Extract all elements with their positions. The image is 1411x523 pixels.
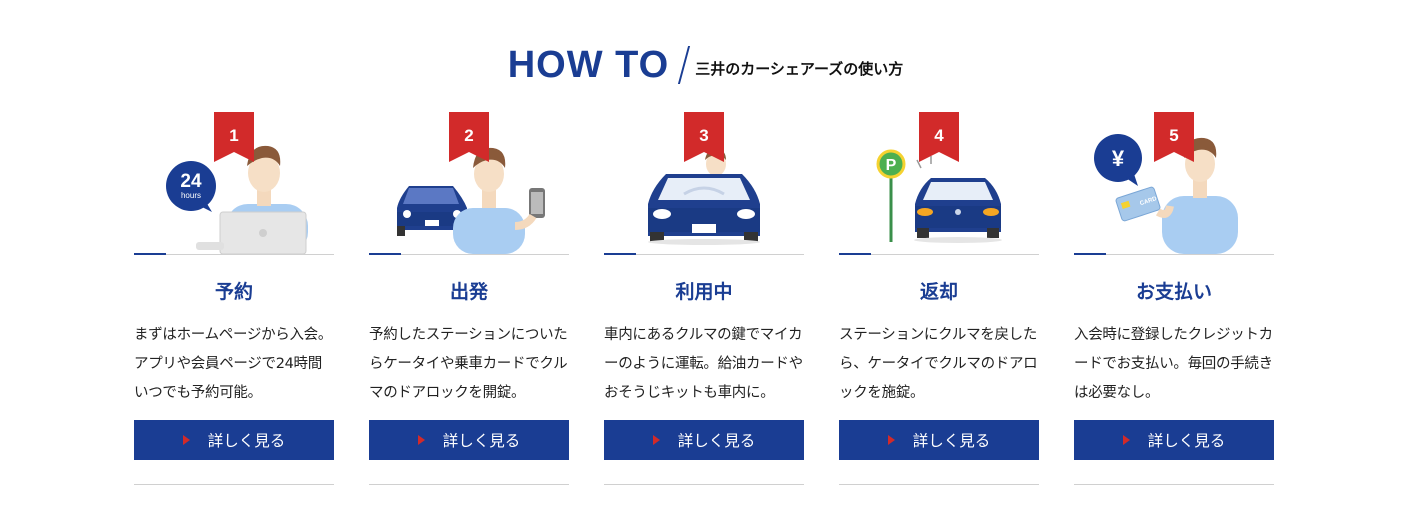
step-in-use: 3 利用中 車内にあるクルマの鍵でマイカーのように運転。給油カードやおそうじキッ… (604, 108, 804, 485)
step-title: 返却 (919, 281, 958, 303)
bottom-divider (134, 484, 334, 485)
step-number-flag: 2 (449, 112, 489, 162)
details-button-label: 詳しく見る (677, 432, 756, 450)
driving-car-icon: 3 (604, 108, 804, 254)
play-arrow-icon (182, 435, 190, 445)
details-button[interactable]: 詳しく見る (604, 420, 804, 460)
play-arrow-icon (887, 435, 895, 445)
svg-text:P: P (886, 157, 897, 174)
step-number: 2 (464, 126, 474, 145)
section-header: HOW TO 三井のカーシェアーズの使い方 (0, 42, 1411, 88)
step-number: 3 (699, 126, 709, 145)
divider (604, 253, 804, 255)
svg-text:CARD: CARD (1139, 196, 1158, 207)
laptop-reservation-icon: 24 hours 1 (134, 108, 334, 254)
section-title: HOW TO (507, 44, 670, 86)
details-button[interactable]: 詳しく見る (369, 420, 569, 460)
details-button-label: 詳しく見る (1147, 432, 1226, 450)
step-number-flag: 5 (1154, 112, 1194, 162)
step-number: 1 (229, 126, 239, 145)
step-description: 入会時に登録したクレジットカードでお支払い。毎回の手続きは必要なし。 (1074, 327, 1273, 401)
title-divider (678, 46, 691, 84)
details-button[interactable]: 詳しく見る (134, 420, 334, 460)
details-button[interactable]: 詳しく見る (839, 420, 1039, 460)
bottom-divider (1074, 484, 1274, 485)
step-description: まずはホームページから入会。アプリや会員ページで24時間いつでも予約可能。 (134, 327, 333, 401)
divider (839, 253, 1039, 255)
bottom-divider (369, 484, 569, 485)
step-title: お支払い (1135, 281, 1212, 303)
step-number: 4 (934, 126, 944, 145)
step-description: ステーションにクルマを戻したら、ケータイでクルマのドアロックを施錠。 (839, 327, 1038, 401)
play-arrow-icon (1122, 435, 1130, 445)
bottom-divider (839, 484, 1039, 485)
step-title: 利用中 (675, 281, 733, 303)
step-departure: 2 出発 予約したステーションについたらケータイや乗車カードでクルマのドアロック… (369, 108, 569, 485)
divider (369, 253, 569, 255)
step-number-flag: 3 (684, 112, 724, 162)
section-subtitle: 三井のカーシェアーズの使い方 (695, 59, 904, 78)
step-reservation: 24 hours 1 予約 まずはホームページから入会。アプリや会員ページで24… (134, 108, 334, 485)
step-payment: ¥ CARD 5 お支払い 入会時に登録したクレジットカードで (1074, 108, 1274, 485)
step-return: P 4 返却 ステーションにクルマを戻したら、ケータイでクルマのドアロッ (839, 108, 1039, 485)
bottom-divider (604, 484, 804, 485)
step-title: 出発 (449, 281, 488, 303)
details-button-label: 詳しく見る (912, 432, 991, 450)
step-number-flag: 1 (214, 112, 254, 162)
phone-unlock-icon: 2 (369, 108, 569, 254)
step-description: 予約したステーションについたらケータイや乗車カードでクルマのドアロックを開錠。 (369, 327, 568, 401)
details-button-label: 詳しく見る (207, 432, 286, 450)
credit-card-payment-icon: ¥ CARD 5 (1074, 108, 1274, 254)
step-number-flag: 4 (919, 112, 959, 162)
divider (134, 253, 334, 255)
divider (1074, 253, 1274, 255)
play-arrow-icon (417, 435, 425, 445)
24-hours-badge: 24 hours (166, 161, 216, 212)
parking-return-icon: P 4 (839, 108, 1039, 254)
details-button[interactable]: 詳しく見る (1074, 420, 1274, 460)
step-number: 5 (1169, 126, 1179, 145)
svg-text:24: 24 (180, 171, 202, 192)
step-description: 車内にあるクルマの鍵でマイカーのように運転。給油カードやおそうじキットも車内に。 (604, 327, 803, 401)
svg-text:¥: ¥ (1112, 146, 1125, 171)
details-button-label: 詳しく見る (442, 432, 521, 450)
play-arrow-icon (652, 435, 660, 445)
step-title: 予約 (214, 281, 253, 303)
steps-list: 24 hours 1 予約 まずはホームページから入会。アプリや会員ページで24… (134, 108, 1274, 485)
svg-text:hours: hours (181, 191, 201, 200)
